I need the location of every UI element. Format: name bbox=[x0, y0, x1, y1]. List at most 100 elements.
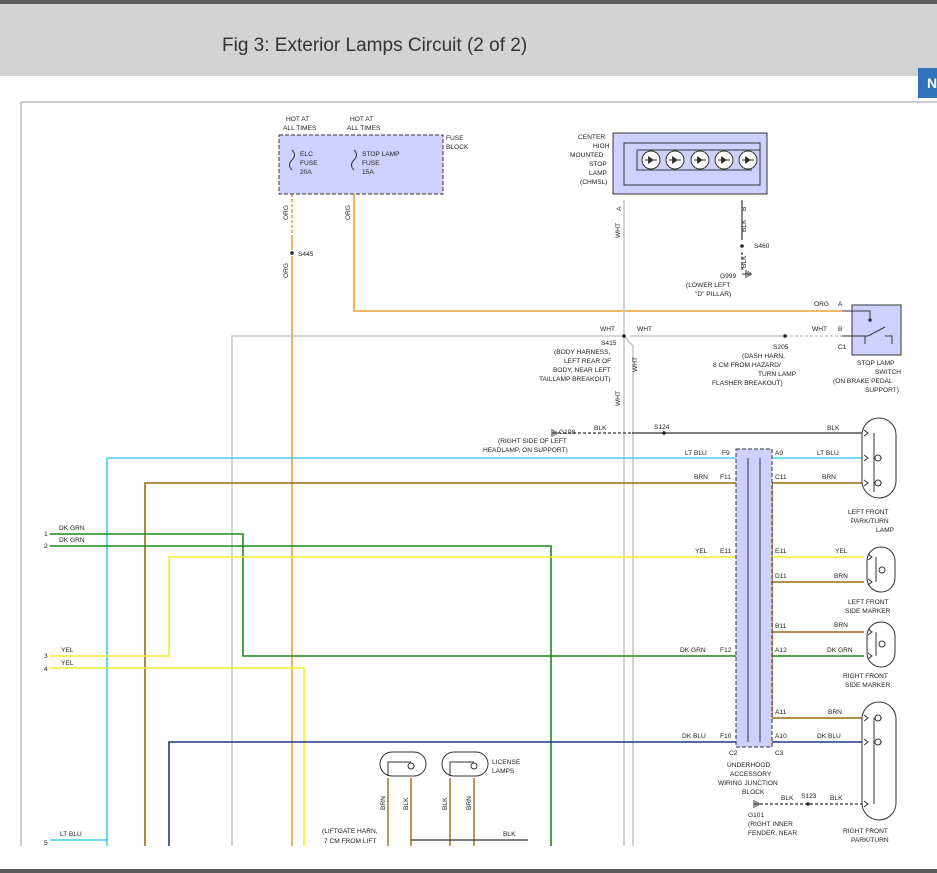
wht-label-s415: WHT bbox=[600, 326, 615, 333]
s415-label: S415 bbox=[601, 340, 617, 347]
input-num-4: 4 bbox=[44, 666, 48, 673]
elc-fuse-rating: 20A bbox=[300, 169, 312, 176]
switch-label-c: (ON BRAKE PEDAL bbox=[833, 378, 893, 385]
elc-fuse-label: ELC bbox=[300, 151, 313, 158]
blk-label-chmsl: BLK bbox=[741, 219, 748, 232]
s415-label-e: TAILLAMP BREAKOUT) bbox=[539, 376, 611, 383]
chmsl-led-icons bbox=[636, 149, 760, 171]
blk-label-liftgate: BLK bbox=[503, 831, 516, 838]
junction-bus bbox=[747, 458, 761, 742]
jb-pin-f10: F10 bbox=[720, 733, 732, 740]
brn-label-lf-side: BRN bbox=[834, 573, 848, 580]
chmsl-pin-a: A bbox=[616, 206, 623, 211]
brn-wire bbox=[144, 482, 736, 846]
brn-label-in: BRN bbox=[694, 474, 708, 481]
yel-wire-3 bbox=[50, 556, 736, 657]
jb-label-d: BLOCK bbox=[742, 789, 765, 796]
jb-pin-a9: A9 bbox=[775, 450, 783, 457]
jb-pin-e11: E11 bbox=[720, 548, 732, 555]
junction-block bbox=[735, 448, 773, 748]
rf-side-label: RIGHT FRONT bbox=[843, 673, 888, 680]
blk-label-license-1: BLK bbox=[403, 797, 410, 810]
hot-at-label-2: HOT AT bbox=[350, 116, 373, 123]
g101-label-b: (RIGHT INNER bbox=[748, 821, 793, 828]
input-num-5: 5 bbox=[44, 840, 48, 847]
switch-label: STOP LAMP bbox=[857, 360, 895, 367]
license-label: LICENSE bbox=[492, 759, 521, 766]
g999-label-b: (LOWER LEFT bbox=[686, 282, 730, 289]
lf-side-label: LEFT FRONT bbox=[848, 599, 889, 606]
yel-label-out: YEL bbox=[835, 548, 848, 555]
switch-label-d: SUPPORT) bbox=[865, 387, 899, 394]
g101-label-c: FENDER, NEAR bbox=[748, 830, 797, 837]
s123-label: S123 bbox=[801, 793, 817, 800]
lf-park-label: LEFT FRONT bbox=[848, 509, 889, 516]
jb-c3: C3 bbox=[775, 750, 784, 757]
fuse-block-label-b: BLOCK bbox=[446, 144, 469, 151]
input-label-4: YEL bbox=[61, 660, 74, 667]
input-label-1: DK GRN bbox=[59, 525, 85, 532]
yel-wire-4 bbox=[50, 667, 305, 846]
next-button[interactable]: N bbox=[918, 68, 937, 98]
switch-conn-c1: C1 bbox=[838, 344, 847, 351]
s205-label-b: (DASH HARN, bbox=[742, 353, 785, 360]
s460-label: S460 bbox=[754, 243, 770, 250]
switch-label-b: SWITCH bbox=[875, 369, 901, 376]
dk-blu-wire bbox=[168, 741, 736, 846]
license-lamp-icon bbox=[379, 751, 489, 777]
g108-label-c: HEADLAMP, ON SUPPORT) bbox=[483, 447, 568, 454]
yel-label-in: YEL bbox=[695, 548, 708, 555]
stop-fuse-rating: 15A bbox=[362, 169, 374, 176]
input-num-1: 1 bbox=[44, 531, 48, 538]
s445-label: S445 bbox=[298, 251, 314, 258]
ground-g999-icon bbox=[742, 270, 752, 278]
ground-g101-icon bbox=[753, 800, 760, 808]
jb-label-c: WIRING JUNCTION bbox=[718, 780, 778, 787]
wht-wire-body bbox=[623, 335, 634, 846]
s205-label-c: 8 CM FROM HAZARD/ bbox=[713, 362, 781, 369]
splice-s445 bbox=[290, 251, 294, 255]
input-label-5: LT BLU bbox=[60, 831, 82, 838]
fuse-symbol-icon bbox=[289, 149, 357, 171]
lf-side-marker-icon bbox=[866, 546, 896, 593]
brn-label-license-2: BRN bbox=[466, 796, 473, 810]
org-label-1: ORG bbox=[283, 205, 290, 220]
ground-g108-icon bbox=[551, 429, 558, 437]
lf-park-lamp-icon bbox=[861, 417, 897, 499]
rf-side-label-b: SIDE MARKER bbox=[845, 682, 891, 689]
jb-pin-f9: F9 bbox=[722, 450, 730, 457]
wht-label-body: WHT bbox=[632, 357, 639, 372]
wht-label-mid: WHT bbox=[637, 326, 652, 333]
brn-label-rf-side: BRN bbox=[834, 622, 848, 629]
splice-s460 bbox=[740, 244, 744, 248]
liftgate-label-b: 7 CM FROM LIFT bbox=[324, 838, 376, 845]
chmsl-label: CENTER bbox=[578, 134, 605, 141]
rf-park-label: RIGHT FRONT bbox=[843, 828, 888, 835]
stop-fuse-label: STOP LAMP bbox=[362, 151, 400, 158]
switch-contact-icon bbox=[842, 310, 893, 344]
blk-label-lf-park: BLK bbox=[827, 425, 840, 432]
jb-pin-a10: A10 bbox=[775, 733, 787, 740]
jb-pin-a11: A11 bbox=[775, 709, 787, 716]
jb-pin-a12: A12 bbox=[775, 647, 787, 654]
s415-label-c: LEFT REAR OF bbox=[564, 358, 611, 365]
rf-park-label-b: PARK/TURN bbox=[851, 837, 889, 844]
license-label-b: LAMPS bbox=[492, 768, 515, 775]
g999-label: G999 bbox=[720, 273, 736, 280]
wht-wire-left bbox=[231, 335, 624, 846]
stop-lamp-switch bbox=[851, 304, 902, 356]
splice-s205 bbox=[783, 334, 787, 338]
s205-label-d: TURN LAMP bbox=[758, 371, 797, 378]
jb-label: UNDERHOOD bbox=[727, 762, 770, 769]
input-num-3: 3 bbox=[44, 653, 48, 660]
input-label-2: DK GRN bbox=[59, 537, 85, 544]
lf-park-label-b: PARK/TURN bbox=[851, 518, 889, 525]
wht-label-chmsl: WHT bbox=[615, 223, 622, 238]
dk-grn-wire-1 bbox=[50, 533, 736, 657]
bottom-border bbox=[0, 869, 937, 873]
splice-s415 bbox=[622, 334, 626, 338]
rf-park-lamp-icon bbox=[861, 701, 897, 821]
org-label-2: ORG bbox=[345, 205, 352, 220]
chmsl-label-e: LAMP bbox=[589, 170, 608, 177]
